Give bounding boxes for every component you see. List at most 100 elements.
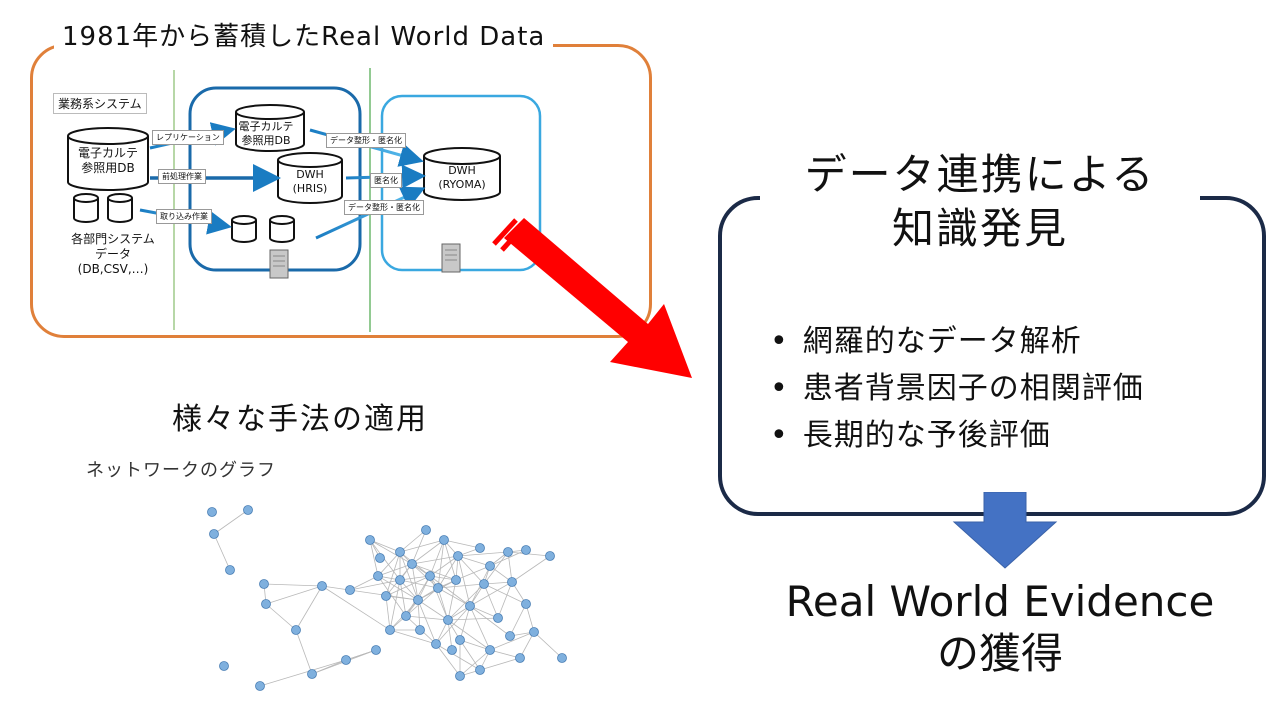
graph-node [345, 585, 355, 595]
graph-edge [213, 533, 231, 571]
graph-edge [265, 603, 297, 631]
graph-node [475, 665, 485, 675]
graph-node [375, 553, 385, 563]
graph-node [307, 669, 317, 679]
graph-node [395, 575, 405, 585]
emr-db-label: 電子カルテ参照用DB [77, 146, 138, 175]
graph-edge [437, 587, 449, 621]
graph-edge [519, 631, 535, 659]
graph-edge [469, 605, 491, 651]
graph-edge [213, 509, 249, 535]
red-arrow-icon [492, 218, 692, 378]
graph-node [421, 525, 431, 535]
graph-edge [411, 555, 459, 565]
dept-db-cylinder-1 [73, 193, 99, 223]
graph-node [365, 535, 375, 545]
preprocess-label: 前処理作業 [158, 169, 206, 184]
graph-edge [417, 599, 449, 621]
dwh-hris-cylinder [277, 152, 343, 204]
graph-edge [469, 581, 513, 607]
graph-edge [447, 579, 457, 621]
graph-edge [489, 649, 521, 659]
graph-node [373, 571, 383, 581]
system-diagram [67, 68, 542, 332]
graph-edge [457, 555, 491, 567]
graph-edge [429, 555, 459, 577]
graph-edge [483, 583, 499, 619]
import-cylinder-1 [231, 215, 257, 243]
graph-edge [369, 539, 413, 565]
graph-edge [489, 549, 527, 567]
graph-edge [429, 539, 445, 577]
graph-edge [455, 565, 491, 581]
dwh-hris-label: DWH(HRIS) [292, 168, 328, 195]
graph-node [453, 551, 463, 561]
graph-node [433, 583, 443, 593]
graph-node [503, 547, 513, 557]
graph-edge [435, 643, 481, 671]
business-system-label: 業務系システム [53, 93, 147, 114]
graph-node [475, 543, 485, 553]
graph-edge [459, 639, 481, 671]
graph-edge [507, 551, 513, 583]
graph-edge [295, 585, 323, 631]
graph-node [219, 661, 229, 671]
graph-node [395, 547, 405, 557]
graph-node [317, 581, 327, 591]
graph-node [425, 571, 435, 581]
graph-edge [417, 599, 437, 645]
graph-edge [411, 529, 427, 565]
graph-edge [429, 575, 471, 607]
graph-edge [349, 579, 401, 591]
graph-node [485, 561, 495, 571]
server-icon [269, 249, 289, 279]
graph-node [443, 615, 453, 625]
graph-node [261, 599, 271, 609]
graph-edge [509, 603, 527, 637]
network-graph [207, 505, 567, 691]
import-label: 取り込み作業 [156, 209, 212, 224]
graph-edge [265, 585, 323, 605]
graph-edge [443, 539, 481, 549]
graph-edge [399, 575, 431, 581]
graph-edge [369, 539, 401, 553]
graph-edge [489, 631, 535, 651]
graph-edge [411, 539, 445, 565]
graph-edge [435, 605, 471, 645]
graph-edge [411, 563, 457, 581]
graph-node [479, 579, 489, 589]
graph-node [447, 645, 457, 655]
graph-edge [511, 555, 551, 583]
graph-edge [385, 551, 401, 597]
graph-node [413, 595, 423, 605]
graph-node [485, 645, 495, 655]
graph-edge [457, 551, 509, 557]
knowledge-title: データ連携による 知識発見 [760, 148, 1200, 256]
graph-node [207, 507, 217, 517]
graph-node [439, 535, 449, 545]
emr-ref-cylinder [235, 104, 305, 152]
methods-title: 様々な手法の適用 [172, 402, 428, 437]
emr-ref-db-label: 電子カルテ参照用DB [238, 120, 294, 147]
graph-edge [411, 563, 419, 601]
rwd-title: 1981年から蓄積したReal World Data [54, 16, 554, 53]
graph-edge [469, 605, 499, 619]
graph-node [465, 601, 475, 611]
graph-edge [263, 583, 323, 587]
graph-node [255, 681, 265, 691]
graph-edge [483, 551, 509, 585]
graph-node [401, 611, 411, 621]
graph-edge [497, 581, 513, 619]
replication-label: レプリケーション [152, 130, 224, 145]
graph-node [557, 653, 567, 663]
graph-node [521, 545, 531, 555]
graph-edge [533, 631, 563, 659]
graph-edge [399, 539, 445, 553]
graph-edge [385, 595, 391, 631]
graph-edge [457, 555, 485, 585]
graph-edge [429, 575, 449, 621]
graph-edge [321, 585, 419, 601]
graph-node [507, 577, 517, 587]
graph-edge [447, 619, 453, 651]
graph-edge [377, 551, 401, 577]
